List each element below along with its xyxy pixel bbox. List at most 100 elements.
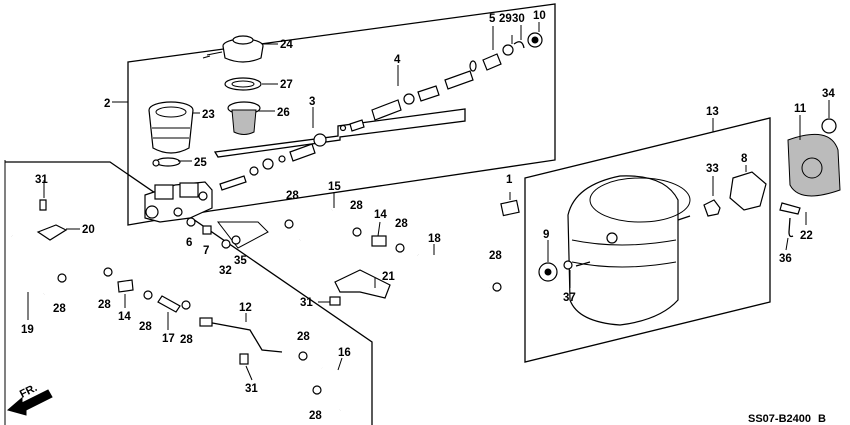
callout-28j: 28 bbox=[309, 410, 322, 422]
bracket-8 bbox=[729, 171, 767, 211]
callout-33: 33 bbox=[706, 163, 719, 175]
pipe-12 bbox=[199, 317, 283, 353]
callout-28a: 28 bbox=[286, 190, 299, 202]
hose-15 bbox=[299, 209, 334, 242]
callout-13: 13 bbox=[706, 106, 719, 118]
callout-28d: 28 bbox=[489, 250, 502, 262]
piston-kit-frame bbox=[213, 108, 466, 158]
callout-35: 35 bbox=[234, 255, 247, 267]
bolt-31c bbox=[329, 296, 341, 306]
callout-26: 26 bbox=[277, 107, 290, 119]
callout-14b: 14 bbox=[374, 209, 387, 221]
grommet-34 bbox=[821, 118, 837, 134]
piston-kit-3 bbox=[219, 133, 327, 191]
callout-11: 11 bbox=[794, 103, 807, 115]
bolt-31a bbox=[39, 199, 47, 211]
callout-21: 21 bbox=[382, 271, 395, 283]
seal-10 bbox=[527, 32, 543, 48]
hose-18 bbox=[417, 253, 491, 294]
callout-31b: 31 bbox=[245, 383, 258, 395]
diagram-code: SS07-B2400 bbox=[748, 413, 811, 425]
booster-frame bbox=[524, 117, 771, 363]
callout-17: 17 bbox=[162, 333, 175, 345]
callout-25: 25 bbox=[194, 157, 207, 169]
nut-35 bbox=[231, 235, 241, 245]
callout-4: 4 bbox=[394, 54, 401, 66]
clip-30 bbox=[513, 41, 525, 49]
callout-28g: 28 bbox=[139, 321, 152, 333]
check-valve-14b bbox=[371, 235, 387, 247]
callout-28c: 28 bbox=[395, 218, 408, 230]
front-direction-arrow bbox=[6, 389, 53, 416]
callout-37: 37 bbox=[563, 292, 576, 304]
check-valve-14a bbox=[117, 279, 134, 293]
callout-3: 3 bbox=[309, 96, 315, 108]
callout-5: 5 bbox=[489, 13, 496, 25]
gasket-9 bbox=[538, 262, 558, 282]
callout-31a: 31 bbox=[35, 174, 48, 186]
leader-lines bbox=[27, 22, 830, 381]
piston-kit-4 bbox=[339, 60, 477, 132]
callout-22: 22 bbox=[800, 230, 813, 242]
strainer-26 bbox=[227, 101, 261, 135]
master-cylinder-frame bbox=[127, 3, 556, 226]
callout-32: 32 bbox=[219, 265, 232, 277]
washer-32 bbox=[221, 239, 231, 249]
brake-booster-13 bbox=[567, 175, 691, 326]
callout-24: 24 bbox=[280, 39, 293, 51]
callout-28b: 28 bbox=[350, 200, 363, 212]
callout-12: 12 bbox=[239, 302, 252, 314]
callout-31c: 31 bbox=[300, 297, 313, 309]
callout-16: 16 bbox=[338, 347, 351, 359]
callout-7: 7 bbox=[203, 245, 209, 257]
callout-23: 23 bbox=[202, 109, 215, 121]
seal-5 bbox=[482, 53, 502, 71]
callout-1: 1 bbox=[506, 174, 513, 186]
bracket-21 bbox=[334, 269, 391, 299]
bracket-1 bbox=[500, 199, 520, 217]
bolt-7 bbox=[202, 225, 212, 235]
callout-29: 29 bbox=[499, 13, 512, 25]
callout-14a: 14 bbox=[118, 311, 131, 323]
bolt-31b bbox=[239, 353, 249, 365]
seal-27 bbox=[224, 77, 262, 91]
callout-20: 20 bbox=[82, 224, 95, 236]
seal-plate-11 bbox=[787, 133, 841, 197]
mc-bracket-frame bbox=[216, 221, 269, 249]
reservoir-body-23 bbox=[148, 101, 194, 154]
lines-frame bbox=[5, 161, 373, 425]
callout-15: 15 bbox=[328, 181, 341, 193]
callout-28h: 28 bbox=[180, 334, 193, 346]
clips-28 bbox=[57, 219, 502, 395]
bracket-20 bbox=[36, 224, 68, 241]
reservoir-cap-24 bbox=[202, 35, 264, 63]
callout-28e: 28 bbox=[53, 303, 66, 315]
callout-10: 10 bbox=[533, 10, 546, 22]
clip-36 bbox=[788, 217, 794, 238]
callout-27: 27 bbox=[280, 79, 293, 91]
callout-28i: 28 bbox=[297, 331, 310, 343]
callout-18: 18 bbox=[428, 233, 441, 245]
callout-30: 30 bbox=[512, 13, 525, 25]
hose-16 bbox=[321, 366, 348, 411]
callout-6: 6 bbox=[186, 237, 192, 249]
o-ring-6 bbox=[186, 217, 196, 227]
callout-28f: 28 bbox=[98, 299, 111, 311]
pin-22 bbox=[779, 202, 801, 215]
washer-37 bbox=[563, 260, 573, 270]
callout-34: 34 bbox=[822, 88, 835, 100]
callout-8: 8 bbox=[741, 153, 748, 165]
hose-19 bbox=[10, 235, 48, 295]
callout-9: 9 bbox=[543, 229, 549, 241]
callout-2: 2 bbox=[104, 98, 110, 110]
clamp-25 bbox=[152, 157, 181, 167]
hose-17 bbox=[157, 295, 181, 313]
master-cylinder-body bbox=[144, 181, 213, 223]
diagram-code-suffix: B bbox=[818, 413, 826, 425]
callout-19: 19 bbox=[21, 324, 34, 336]
grommet-33 bbox=[703, 199, 721, 217]
callout-36: 36 bbox=[779, 253, 792, 265]
ring-29 bbox=[502, 44, 514, 56]
